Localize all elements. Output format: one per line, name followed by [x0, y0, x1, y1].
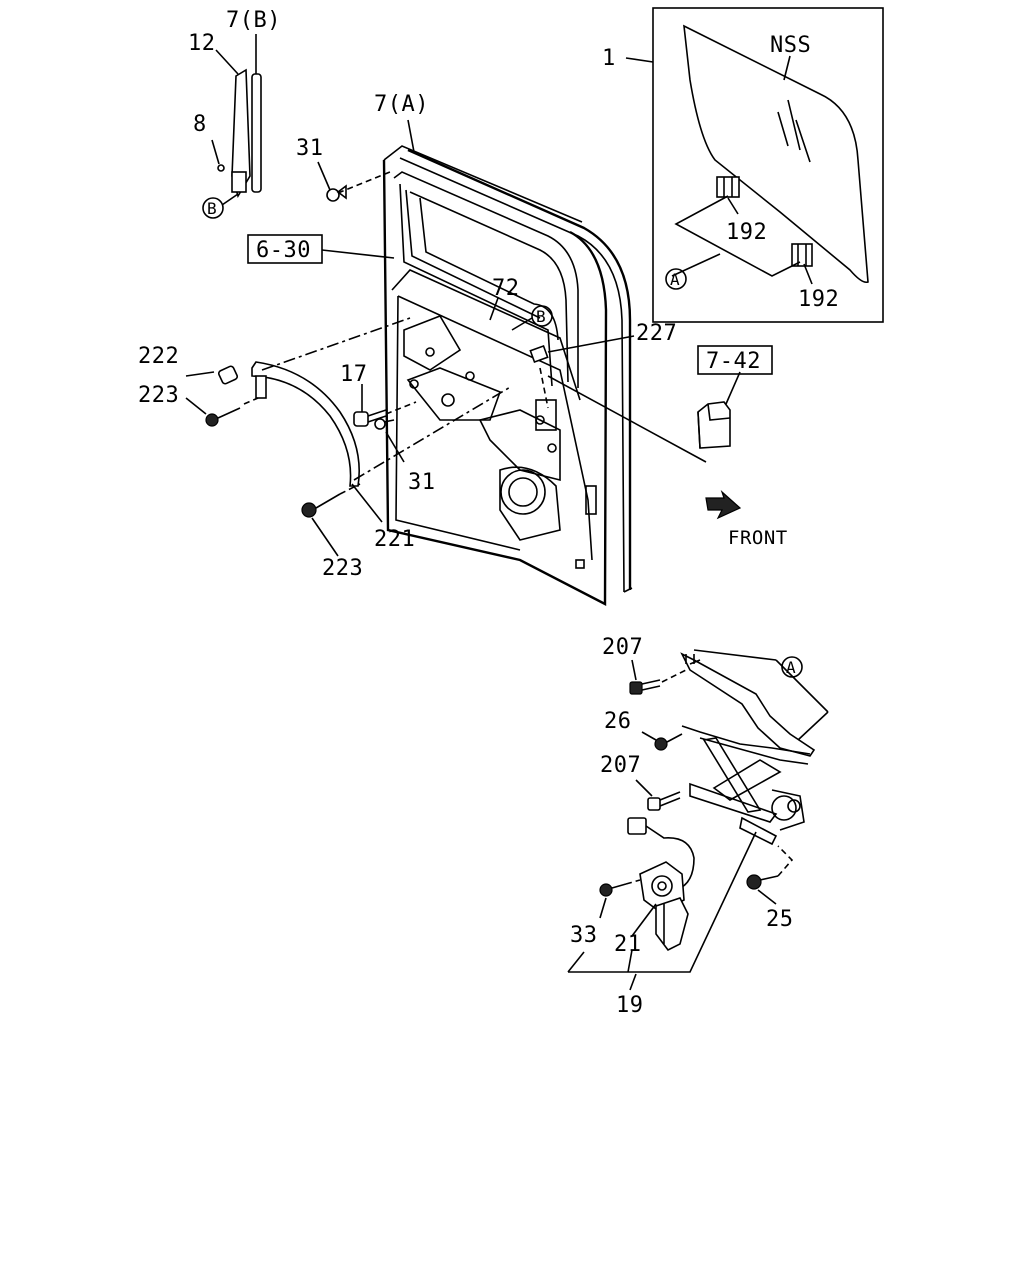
- label-207-upper: 207: [602, 635, 643, 660]
- regulator-arm-b: [712, 759, 782, 801]
- callout-b-door: B: [531, 305, 553, 327]
- callout-a-regulator: A: [781, 656, 803, 678]
- speaker-hole: [508, 477, 538, 507]
- door-frame-top: [383, 145, 583, 223]
- belt-line: [391, 269, 581, 401]
- leader-19: [568, 831, 757, 973]
- label-7b: 7(B): [226, 8, 281, 33]
- glass-clip-lower: [791, 243, 813, 267]
- run-channel-7b: [251, 73, 262, 193]
- ref-box-6-30: [247, 234, 323, 264]
- label-33: 33: [570, 923, 598, 948]
- label-21: 21: [614, 932, 642, 957]
- label-221: 221: [374, 527, 415, 552]
- sash-221: [185, 361, 383, 557]
- label-7a: 7(A): [374, 92, 429, 117]
- label-192-upper: 192: [726, 220, 767, 245]
- glass-inset: [625, 7, 884, 323]
- label-b1: B: [207, 199, 217, 218]
- sash-arm: [251, 361, 360, 487]
- inset-frame: [652, 7, 884, 323]
- bolt-25: [746, 874, 779, 890]
- label-223-upper: 223: [138, 383, 179, 408]
- clip-31-lower: [374, 418, 386, 430]
- rear-run-channel: [211, 34, 262, 206]
- label-17: 17: [340, 362, 368, 387]
- bolt-207-lower: [647, 791, 681, 811]
- front-arrow: [705, 490, 742, 520]
- screw-8: [217, 164, 225, 172]
- label-1: 1: [602, 46, 616, 71]
- window-frame-inner: [409, 191, 569, 383]
- label-12: 12: [188, 31, 216, 56]
- label-192-lower: 192: [798, 287, 839, 312]
- part-labels: 7(B) 12 8 B 31 7(A) 6-30 72 B 227 7-42 2…: [138, 8, 839, 1018]
- label-7-42: 7-42: [706, 349, 761, 374]
- label-front: FRONT: [728, 527, 788, 549]
- panel-cutout-a: [403, 315, 462, 371]
- window-frame-outer: [393, 171, 579, 388]
- label-25: 25: [766, 907, 794, 932]
- door-outer-panel: [382, 159, 608, 606]
- panel-cutout-c: [478, 409, 561, 482]
- ref-box-7-42: [697, 345, 773, 375]
- clip-7-42: [697, 371, 741, 449]
- label-a2: A: [786, 658, 796, 677]
- inner-panel: [395, 295, 521, 551]
- bolt-207-upper: [629, 679, 661, 695]
- leaders: [243, 119, 707, 495]
- label-nss: NSS: [770, 33, 811, 58]
- label-8: 8: [193, 112, 207, 137]
- callout-b-upper: B: [202, 197, 224, 219]
- nut-26: [654, 733, 683, 751]
- label-19: 19: [616, 993, 644, 1018]
- regulator-upper-rail: [680, 652, 816, 757]
- clip-31-upper: [326, 184, 347, 202]
- cap-222: [217, 365, 239, 385]
- bolts-17-31: [317, 161, 405, 463]
- connector: [627, 817, 695, 891]
- label-227: 227: [636, 321, 677, 346]
- regulator-gear: [771, 795, 797, 821]
- motor-21: [639, 861, 689, 952]
- label-26: 26: [604, 709, 632, 734]
- leader-1: [625, 57, 654, 63]
- label-72: 72: [492, 276, 520, 301]
- screw-223-upper: [205, 407, 241, 427]
- regulator-lower-rail: [689, 782, 778, 823]
- clip-227: [529, 344, 549, 364]
- glass-reflection: [777, 99, 811, 163]
- label-222: 222: [138, 344, 179, 369]
- screw-33: [599, 883, 627, 897]
- door-glass-pane: [683, 24, 869, 284]
- callout-a-glass: A: [665, 268, 687, 290]
- label-223-lower: 223: [322, 556, 363, 581]
- leader-nss: [783, 55, 791, 81]
- screw-223-lower: [301, 493, 341, 518]
- label-31-upper: 31: [296, 136, 324, 161]
- label-b2: B: [536, 307, 546, 326]
- door-assembly: [382, 145, 633, 606]
- label-31-lower: 31: [408, 470, 436, 495]
- regulator-arm-a: [702, 737, 762, 813]
- label-a1: A: [670, 270, 680, 289]
- label-207-lower: 207: [600, 753, 641, 778]
- clip-leader-a: [674, 195, 801, 277]
- window-regulator: [567, 649, 829, 991]
- glass-clip-upper: [716, 176, 740, 198]
- weatherstrip-7a: [407, 148, 632, 590]
- panel-cutout-b: [406, 367, 502, 421]
- label-6-30: 6-30: [256, 238, 311, 263]
- bolt-17: [353, 411, 369, 427]
